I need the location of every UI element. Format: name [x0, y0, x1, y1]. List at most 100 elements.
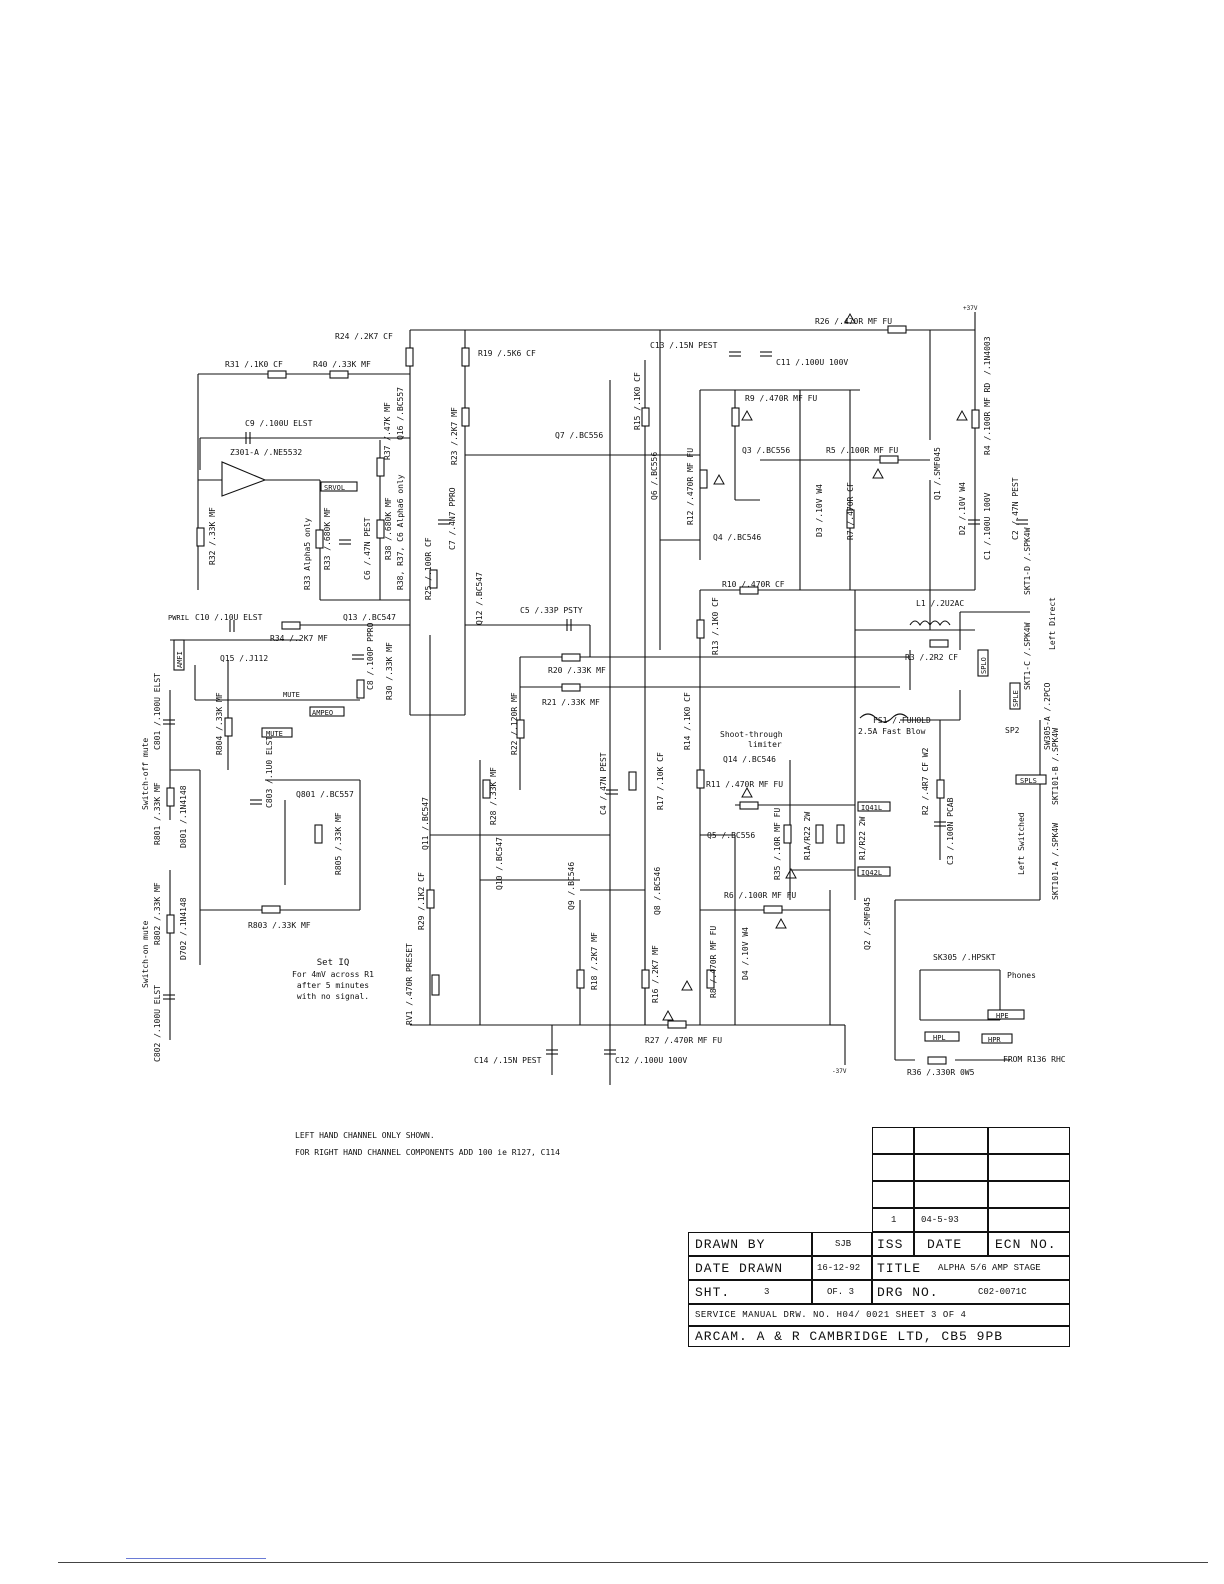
- rev-cell-5: [914, 1154, 988, 1181]
- vlabel-c3: C3 /.100N PCAB: [946, 797, 955, 865]
- vlabel-switch-off: Switch-off mute: [141, 738, 150, 810]
- vlabel-r15: R15 /.1K0 CF: [633, 372, 642, 430]
- vlabel-q16: Q16 /.BC557: [396, 387, 405, 440]
- vlabel-q8: Q8 /.BC546: [653, 867, 662, 915]
- rev-cell-8: [914, 1181, 988, 1208]
- label-supply-neg: -37V: [832, 1068, 847, 1075]
- vlabel-switch-on: Switch-on mute: [141, 920, 150, 988]
- label-r27: R27 /.470R MF FU: [645, 1036, 722, 1045]
- label-sp2: SP2: [1005, 726, 1020, 735]
- label-q3: Q3 /.BC556: [742, 446, 790, 455]
- label-c12: C12 /.100U 100V: [615, 1056, 687, 1065]
- label-r10: R10 /.470R CF: [722, 580, 785, 589]
- label-r6: R6 /.100R MF FU: [724, 891, 796, 900]
- vlabel-r1a: R1A/R22 2W: [803, 812, 812, 860]
- vlabel-r8: R8 /.470R MF FU: [709, 926, 718, 998]
- vlabel-c801: C801 /.100U ELST: [153, 673, 162, 750]
- label-c10: C10 /.10U ELST: [195, 613, 263, 622]
- bottom-rule-accent: [126, 1558, 266, 1559]
- iss-label: ISS: [872, 1232, 914, 1256]
- service-manual-ref: SERVICE MANUAL DRW. NO. H04/ 0021 SHEET …: [688, 1304, 1070, 1326]
- label-c13: C13 /.15N PEST: [650, 341, 718, 350]
- label-r20: R20 /.33K MF: [548, 666, 606, 675]
- drg-label: DRG NO.: [872, 1280, 972, 1304]
- label-r3: R3 /.2R2 CF: [905, 653, 958, 662]
- vlabel-r23: R23 /.2K7 MF: [450, 407, 459, 465]
- vlabel-c802: C802 /.100U ELST: [153, 985, 162, 1062]
- vlabel-r13: R13 /.1K0 CF: [711, 597, 720, 655]
- label-r36: R36 /.330R 0W5: [907, 1068, 975, 1077]
- rev-date: 04-5-93: [914, 1208, 988, 1232]
- vlabel-r17: R17 /.10K CF: [656, 752, 665, 810]
- label-r5: R5 /.100R MF FU: [826, 446, 898, 455]
- vlabel-r38: R38 /.680K MF: [384, 497, 393, 560]
- drawn-by-value: SJB: [812, 1232, 872, 1256]
- vlabel-c803: C803 /.1U0 ELST: [265, 736, 274, 808]
- vlabel-c6: C6 /.47N PEST: [363, 517, 372, 580]
- title-label: TITLE: [872, 1256, 932, 1280]
- label-q5: Q5 /.BC556: [707, 831, 755, 840]
- label-r11: R11 /.470R MF FU: [706, 780, 783, 789]
- label-supply-pos: +37V: [963, 305, 978, 312]
- vlabel-r33a: R33 Alpha5 only: [303, 518, 312, 590]
- vlabel-r801: R801 /.33K MF: [153, 782, 162, 845]
- tag-hpl: HPL: [933, 1034, 946, 1042]
- date-drawn-value: 16-12-92: [812, 1256, 872, 1280]
- drg-value: C02-0071C: [972, 1280, 1070, 1304]
- title-block: 1 04-5-93 DRAWN BY SJB ISS DATE ECN NO. …: [688, 1127, 1070, 1347]
- label-r34: R34 /.2K7 MF: [270, 634, 328, 643]
- channel-note-line1: LEFT HAND CHANNEL ONLY SHOWN.: [295, 1131, 435, 1140]
- vlabel-r804: R804 /.33K MF: [215, 692, 224, 755]
- label-q15: Q15 /.J112: [220, 654, 268, 663]
- label-c14: C14 /.15N PEST: [474, 1056, 542, 1065]
- vlabel-r22: R22 /.120R MF: [510, 692, 519, 755]
- vlabel-r14: R14 /.1K0 CF: [683, 692, 692, 750]
- vlabel-skt101b: SKT101-B /.SPK4W: [1051, 728, 1060, 805]
- label-l1: L1 /.2U2AC: [916, 599, 964, 608]
- label-q801: Q801 /.BC557: [296, 790, 354, 799]
- signal-tags: SRVOL AMFI AMPEO MUTE SPLO SPLE SPLS IQ4…: [173, 481, 1047, 1044]
- channel-note: LEFT HAND CHANNEL ONLY SHOWN. FOR RIGHT …: [295, 1130, 560, 1158]
- vlabel-d702: D702 /.1N4148: [179, 897, 188, 960]
- vlabel-r28: R28 /.33K MF: [489, 767, 498, 825]
- label-from-r136: FROM R136 RHC: [1003, 1055, 1066, 1064]
- vlabel-r38note: R38, R37, C6 Alpha6 only: [396, 474, 405, 590]
- label-sk305: SK305 /.HPSKT: [933, 953, 996, 962]
- label-c11: C11 /.100U 100V: [776, 358, 848, 367]
- vlabel-c2: C2 /.47N PEST: [1011, 477, 1020, 540]
- label-c9: C9 /.100U ELST: [245, 419, 313, 428]
- vlabel-r33: R33 /.680K MF: [323, 507, 332, 570]
- set-iq-line1: For 4mV across R1: [292, 970, 374, 979]
- vlabel-r32: R32 /.33K MF: [208, 507, 217, 565]
- vlabel-r802: R802 /.33K MF: [153, 882, 162, 945]
- label-r31: R31 /.1K0 CF: [225, 360, 283, 369]
- vlabel-r12: R12 /.470R MF FU: [686, 448, 695, 525]
- date-label: DATE: [914, 1232, 988, 1256]
- sht-value: 3: [758, 1280, 812, 1304]
- vlabel-r2: R2 /.4R7 CF W2: [921, 747, 930, 815]
- vlabel-c1: C1 /.100U 100V: [983, 492, 992, 560]
- rev-cell-9: [988, 1181, 1070, 1208]
- vlabel-c8: C8 /.100P PPRO: [366, 622, 375, 690]
- label-r24: R24 /.2K7 CF: [335, 332, 393, 341]
- label-fs1-desc: 2.5A Fast Blow: [858, 727, 926, 736]
- vlabel-r805: R805 /.33K MF: [334, 812, 343, 875]
- vlabel-r25: R25 /.100R CF: [424, 537, 433, 600]
- tag-iq41: IQ41L: [861, 804, 882, 812]
- title-value: ALPHA 5/6 AMP STAGE: [932, 1256, 1070, 1280]
- vlabel-r35: R35 /.10R MF FU: [773, 808, 782, 880]
- rev-cell-7: [872, 1181, 914, 1208]
- vlabel-c4: C4 /.47N PEST: [599, 752, 608, 815]
- sht-label: SHT.: [688, 1280, 758, 1304]
- vlabel-d1n4003: /.1N4003: [983, 336, 992, 375]
- ecn-label: ECN NO.: [988, 1232, 1070, 1256]
- rev-ecn: [988, 1208, 1070, 1232]
- label-z301: Z301-A /.NE5532: [230, 448, 302, 457]
- tag-splo: SPLO: [980, 657, 988, 674]
- vlabel-c7: C7 /.4N7 PPRO: [448, 487, 457, 550]
- vlabel-q2: Q2 /.SMF045: [863, 897, 872, 950]
- vertical-labels: Q16 /.BC557 R37 /.47K MF R23 /.2K7 MF R1…: [141, 336, 1060, 1062]
- vlabel-q1: Q1 /.SMF045: [933, 447, 942, 500]
- vlabel-r7: R7 /.470R CF: [846, 482, 855, 540]
- vlabel-q11: Q11 /.BC547: [421, 797, 430, 850]
